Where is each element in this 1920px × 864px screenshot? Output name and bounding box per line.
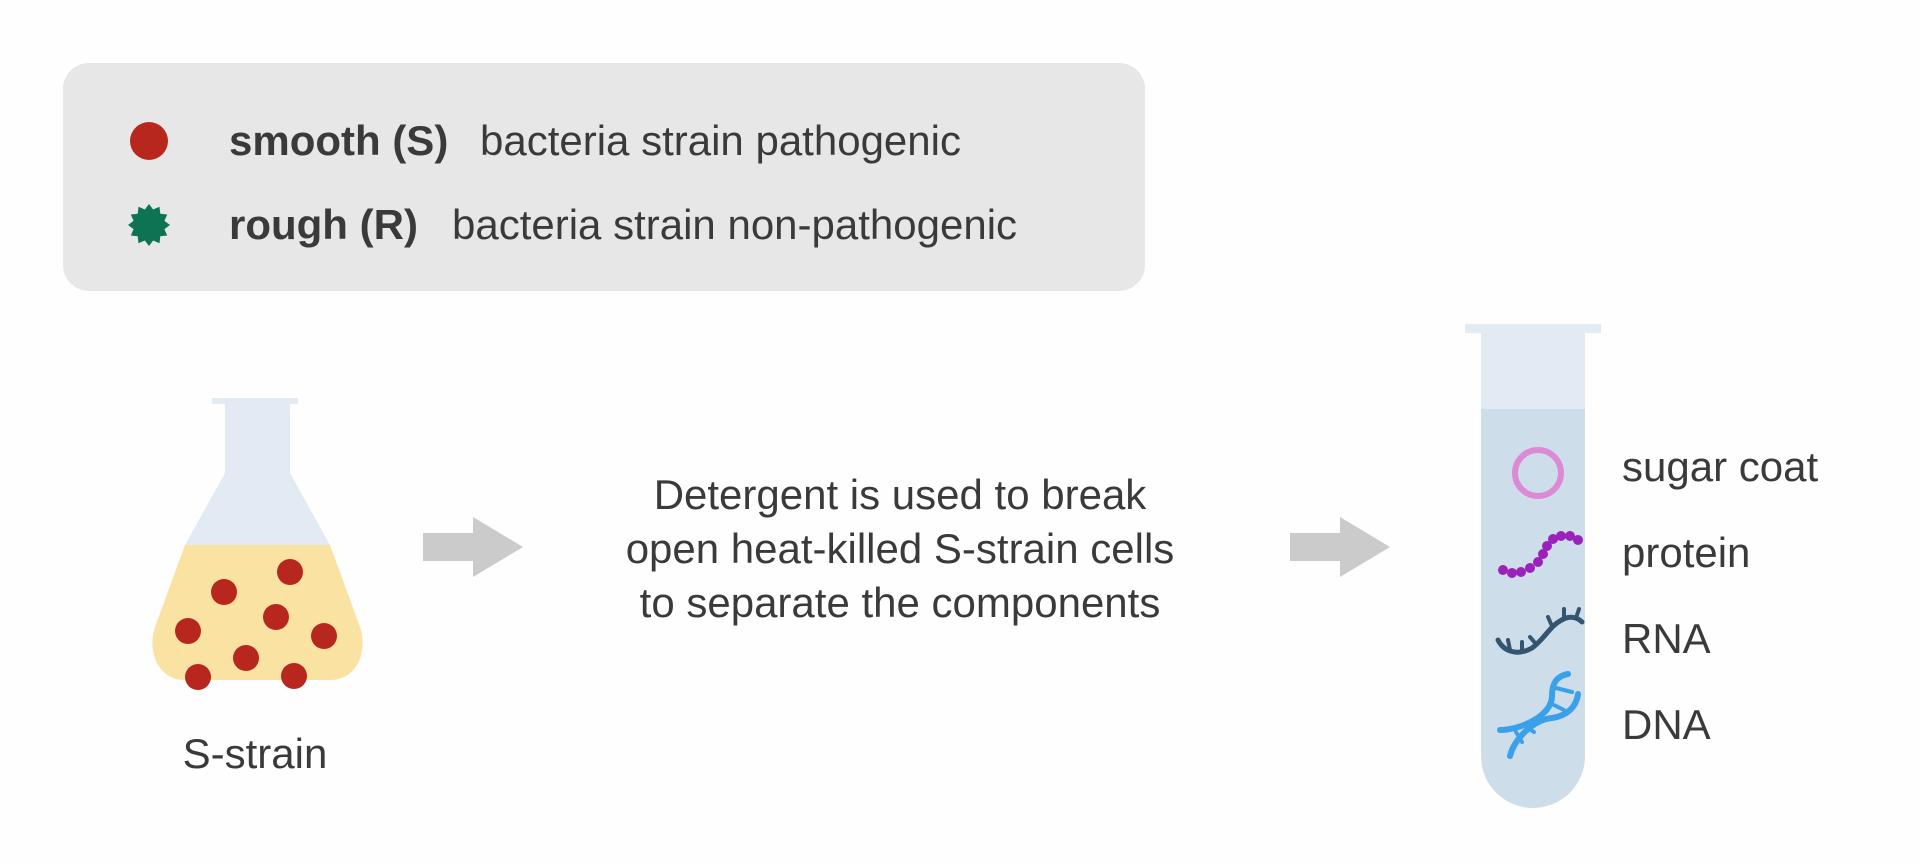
caption-line-2: open heat-killed S-strain cells [625,525,1175,572]
legend-term-smooth: smooth (S) [229,117,449,164]
tube-rim [1465,324,1601,333]
process-caption: Detergent is used to break open heat-kil… [570,468,1230,630]
bacterium [233,645,259,671]
flask-illustration [152,398,363,690]
arrow-right-icon [423,517,523,577]
bacterium [277,559,303,585]
caption-line-3: to separate the components [639,579,1161,626]
flask-liquid [152,545,363,680]
protein-chain-icon [1498,531,1583,578]
bacterium [185,664,211,690]
flask-label: S-strain [182,730,328,777]
component-label-dna: DNA [1622,701,1711,748]
legend-panel: smooth (S) bacteria strain pathogenic ro… [63,63,1145,291]
red-circle-icon [130,122,168,160]
legend-desc-smooth: bacteria strain pathogenic [480,117,961,164]
flask-rim [212,398,298,404]
component-label-rna: RNA [1622,615,1711,662]
dna-helix-icon [1497,671,1581,759]
tube-upper [1481,333,1585,409]
bacteria-group [175,559,337,690]
legend-desc-rough: bacteria strain non-pathogenic [452,201,1018,248]
bacterium [263,604,289,630]
bacterium [211,579,237,605]
component-label-sugar-coat: sugar coat [1622,443,1819,490]
bacterium [175,618,201,644]
flask-neck [185,404,330,545]
caption-line-1: Detergent is used to break [653,471,1147,518]
component-label-protein: protein [1622,529,1751,576]
legend-term-rough: rough (R) [229,201,418,248]
bacterium [281,663,307,689]
arrow-right-icon [1290,517,1390,577]
sugar-coat-ring-icon [1512,447,1564,499]
rna-strand-icon [1495,607,1585,655]
bacterium [311,623,337,649]
green-star-icon [128,204,170,246]
